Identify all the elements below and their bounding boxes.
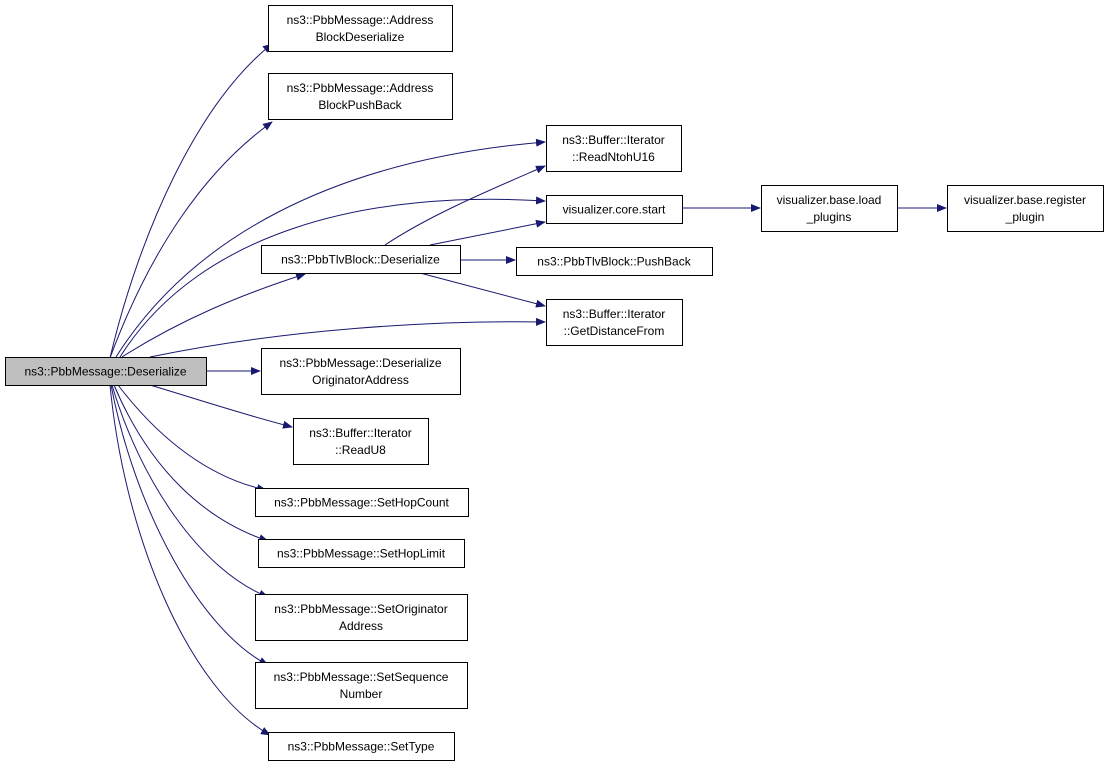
node-box xyxy=(761,185,898,232)
node-root[interactable]: ns3::PbbMessage::Deserialize xyxy=(5,357,207,386)
node-label: OriginatorAddress xyxy=(312,373,409,387)
node-doa[interactable]: ns3::PbbMessage::DeserializeOriginatorAd… xyxy=(261,348,461,395)
edge-root-to-abpb xyxy=(109,121,273,359)
node-label: visualizer.base.register xyxy=(964,193,1086,207)
edge-root-to-readu8 xyxy=(149,384,293,429)
node-box xyxy=(268,5,453,52)
node-stype[interactable]: ns3::PbbMessage::SetType xyxy=(268,732,455,761)
edge-root-to-stype xyxy=(109,384,271,736)
node-box xyxy=(516,247,713,276)
node-readu8[interactable]: ns3::Buffer::Iterator::ReadU8 xyxy=(293,418,429,465)
node-box xyxy=(546,299,683,346)
node-box xyxy=(546,195,683,224)
edge-root-to-abd xyxy=(109,43,273,359)
node-label: ns3::Buffer::Iterator xyxy=(309,426,412,440)
node-box xyxy=(5,357,207,386)
node-tlvdes[interactable]: ns3::PbbTlvBlock::Deserialize xyxy=(261,245,461,274)
edge-tlvdes-to-gdf xyxy=(419,272,546,308)
node-label: ::ReadNtohU16 xyxy=(572,150,655,164)
node-label: ns3::PbbMessage::SetOriginator xyxy=(274,602,447,616)
node-box xyxy=(546,125,682,172)
node-box xyxy=(261,348,461,395)
edge-root-to-shc xyxy=(117,384,267,493)
node-label: ns3::PbbMessage::SetHopLimit xyxy=(277,547,446,561)
node-box xyxy=(947,185,1104,232)
edge-root-to-soa xyxy=(111,384,269,598)
node-label: ns3::PbbMessage::Deserialize xyxy=(24,365,186,379)
node-box xyxy=(258,539,465,568)
edge-root-to-rntoh xyxy=(115,138,546,358)
node-label: _plugins xyxy=(806,210,852,224)
node-label: ns3::PbbMessage::SetSequence xyxy=(274,670,449,684)
node-label: BlockDeserialize xyxy=(316,30,405,44)
edges xyxy=(109,43,947,736)
node-box xyxy=(255,488,469,517)
edge-tlvdes-to-vstart xyxy=(429,219,546,246)
node-label: ns3::PbbMessage::SetHopCount xyxy=(274,496,449,510)
node-vload[interactable]: visualizer.base.load _plugins xyxy=(761,185,898,232)
node-box xyxy=(268,732,455,761)
node-tlvpb[interactable]: ns3::PbbTlvBlock::PushBack xyxy=(516,247,713,276)
node-box xyxy=(261,245,461,274)
node-vstart[interactable]: visualizer.core.start xyxy=(546,195,683,224)
nodes: ns3::PbbMessage::Deserializens3::PbbMess… xyxy=(5,5,1104,761)
node-label: Address xyxy=(339,619,383,633)
node-gdf[interactable]: ns3::Buffer::Iterator::GetDistanceFrom xyxy=(546,299,683,346)
node-rntoh[interactable]: ns3::Buffer::Iterator::ReadNtohU16 xyxy=(546,125,682,172)
edge-tlvdes-to-rntoh xyxy=(384,165,546,246)
node-label: ns3::Buffer::Iterator xyxy=(563,307,666,321)
node-box xyxy=(255,594,468,641)
node-label: Number xyxy=(340,687,383,701)
node-shl[interactable]: ns3::PbbMessage::SetHopLimit xyxy=(258,539,465,568)
node-box xyxy=(268,73,453,120)
node-shc[interactable]: ns3::PbbMessage::SetHopCount xyxy=(255,488,469,517)
node-label: ns3::PbbTlvBlock::PushBack xyxy=(537,255,691,269)
node-label: ::GetDistanceFrom xyxy=(564,324,665,338)
node-label: ns3::Buffer::Iterator xyxy=(562,133,665,147)
node-label: BlockPushBack xyxy=(318,98,402,112)
node-vreg[interactable]: visualizer.base.register _plugin xyxy=(947,185,1104,232)
node-label: _plugin xyxy=(1005,210,1045,224)
edge-root-to-vstart xyxy=(119,196,546,358)
node-label: ns3::PbbMessage::Deserialize xyxy=(279,356,441,370)
edge-root-to-gdf xyxy=(149,317,546,358)
node-label: visualizer.base.load xyxy=(777,193,882,207)
node-box xyxy=(255,662,468,709)
edge-root-to-shl xyxy=(113,384,269,542)
node-box xyxy=(293,418,429,465)
node-label: ns3::PbbTlvBlock::Deserialize xyxy=(281,253,440,267)
edge-root-to-tlvdes xyxy=(121,272,306,358)
edge-root-to-ssn xyxy=(110,384,269,666)
node-label: ::ReadU8 xyxy=(335,443,386,457)
node-label: visualizer.core.start xyxy=(563,203,666,217)
node-label: ns3::PbbMessage::Address xyxy=(287,13,434,27)
node-label: ns3::PbbMessage::SetType xyxy=(288,740,435,754)
node-label: ns3::PbbMessage::Address xyxy=(287,81,434,95)
